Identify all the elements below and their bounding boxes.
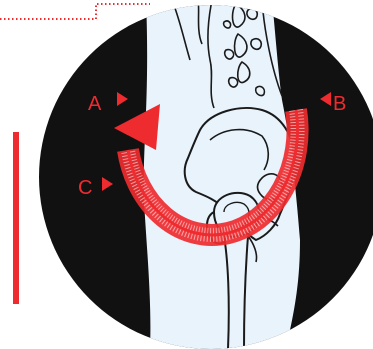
dotted-leader-line [0,4,150,19]
label-c: C [78,177,92,199]
anatomy-group [144,0,300,349]
label-a: A [88,93,102,115]
left-accent-bar [13,132,19,304]
label-b: B [333,93,346,115]
